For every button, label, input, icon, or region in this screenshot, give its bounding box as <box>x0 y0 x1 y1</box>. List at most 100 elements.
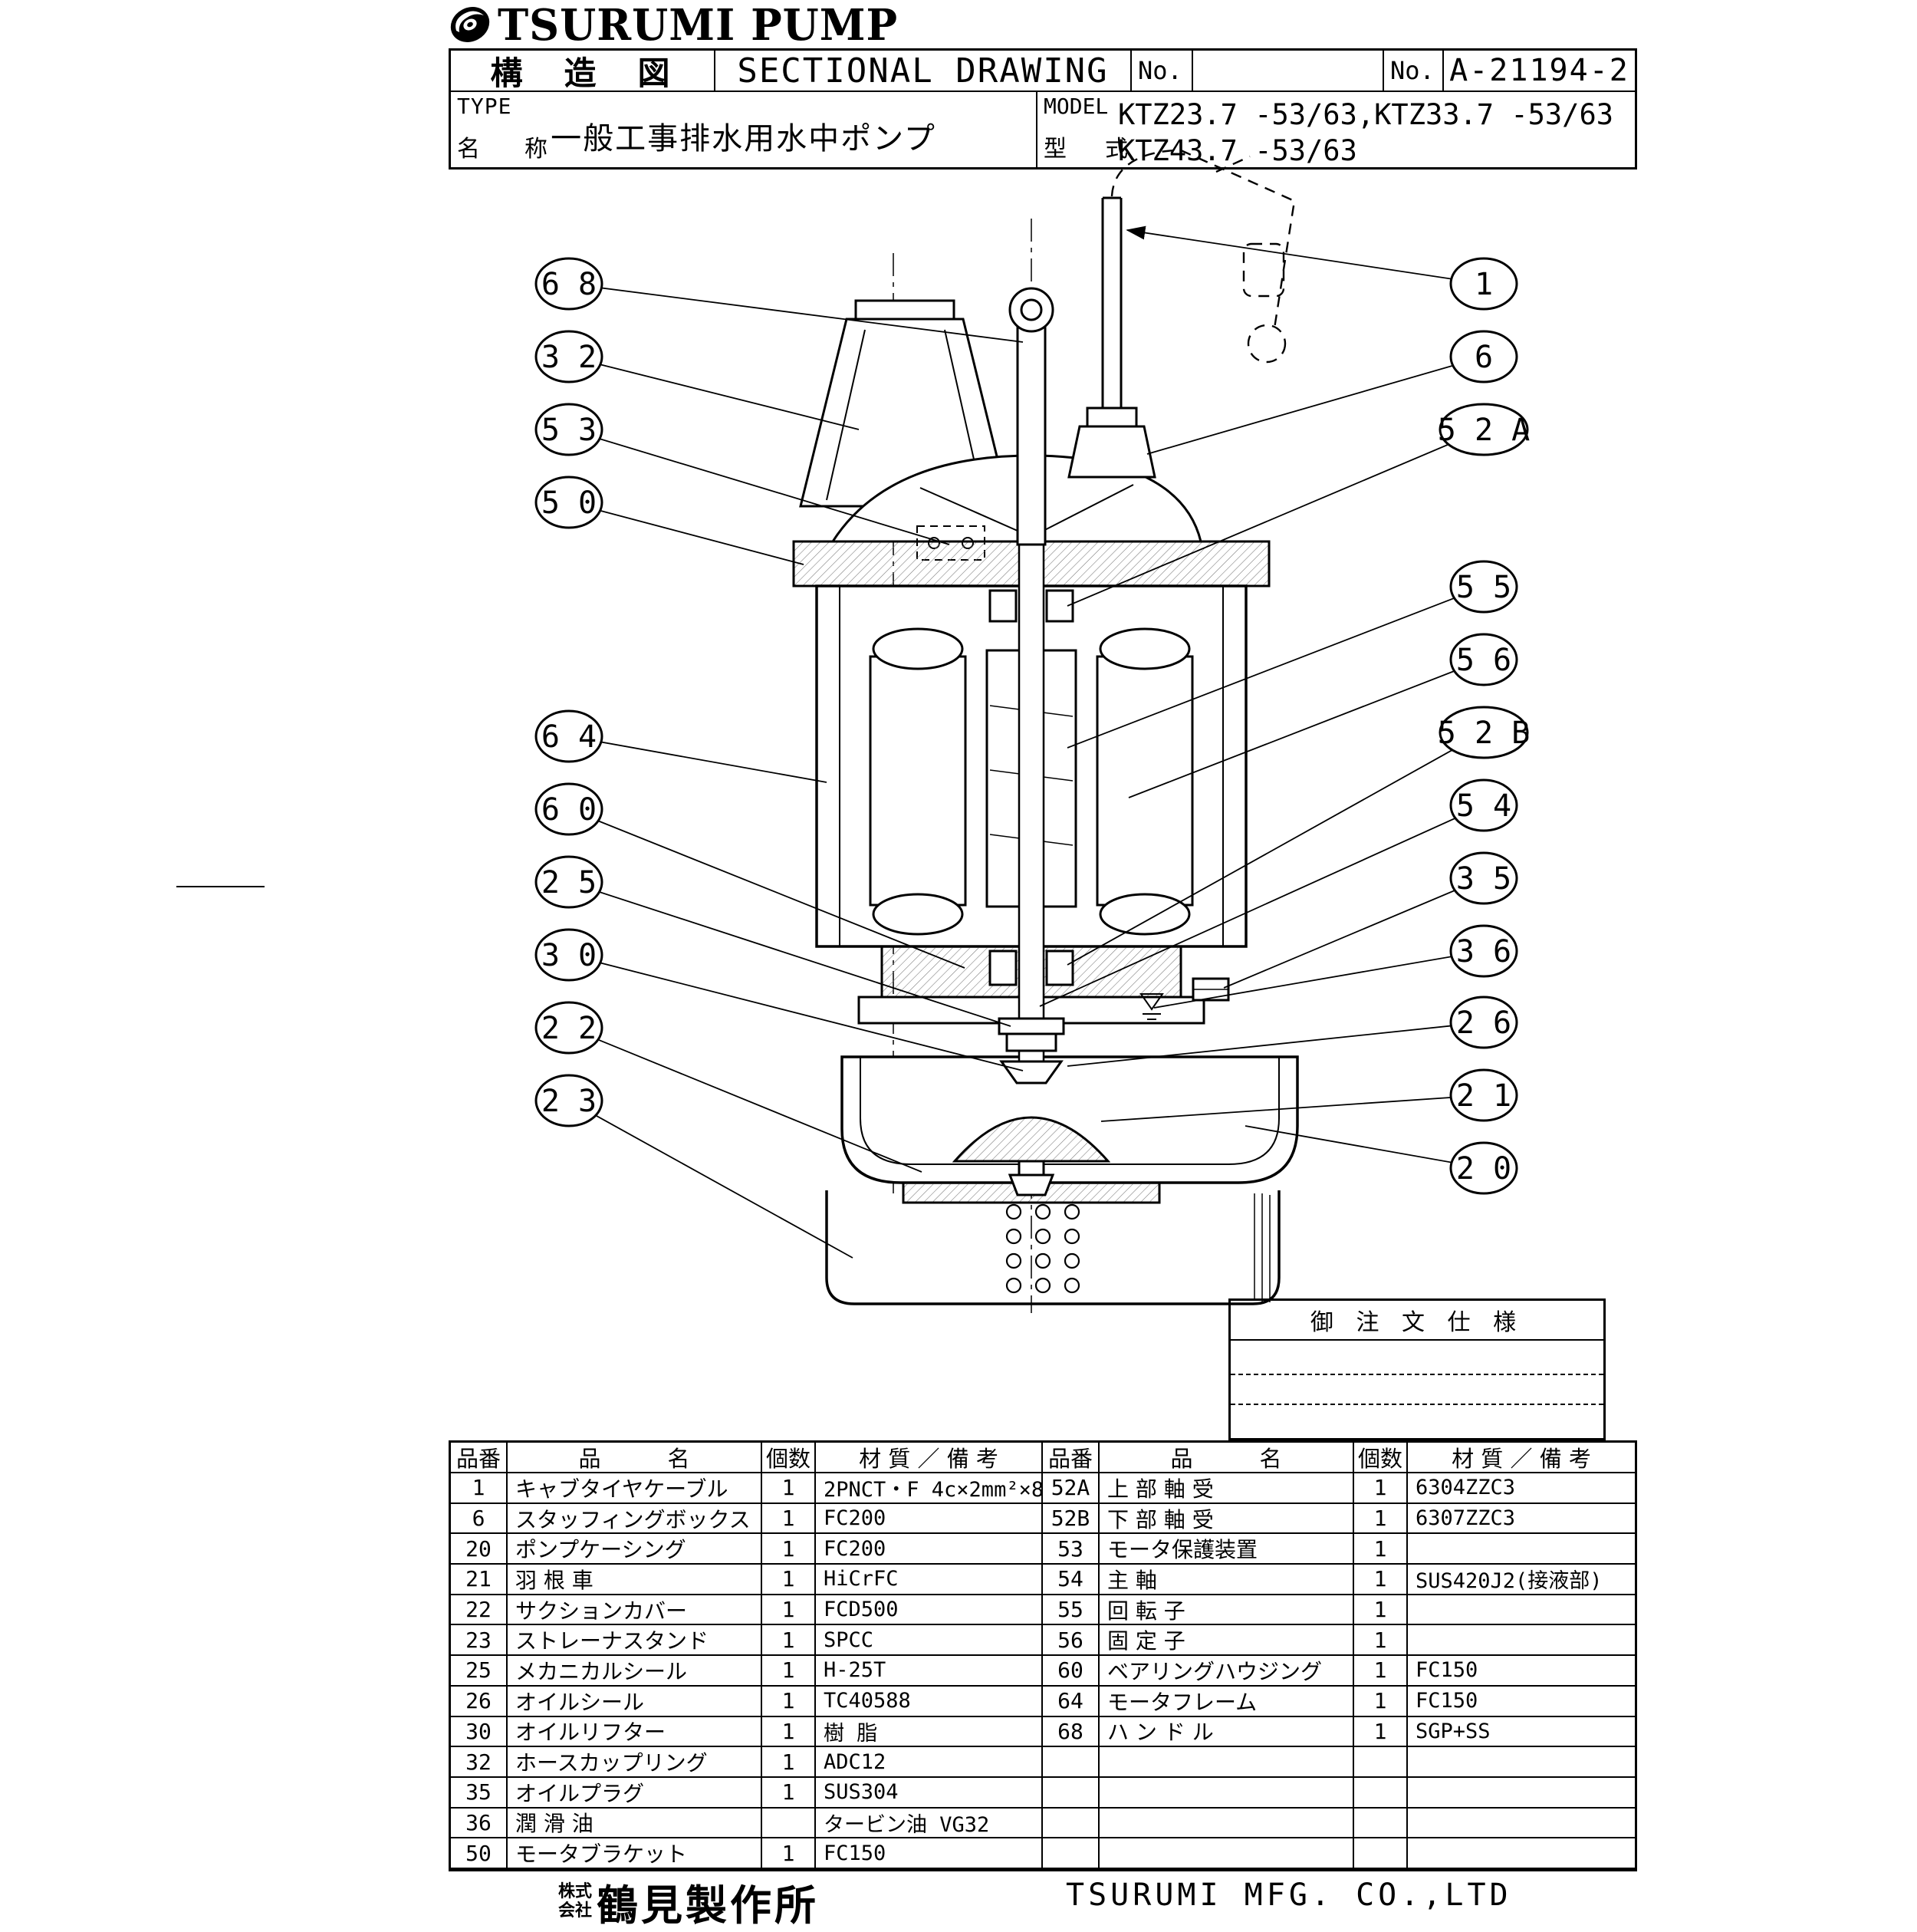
pump-body <box>792 149 1299 1313</box>
stuffing-box <box>1067 406 1156 479</box>
brand-name: TSURUMI PUMP <box>498 0 899 51</box>
cell-part-name: オイルシール <box>508 1686 762 1717</box>
cell-qty <box>1354 1808 1408 1839</box>
cell-qty: 1 <box>1354 1656 1408 1687</box>
strainer-holes <box>1005 1203 1080 1294</box>
oil-level-mark <box>1139 993 1164 1020</box>
callout-21: 2 1 <box>1100 1068 1518 1122</box>
cell-part-no: 25 <box>451 1656 508 1687</box>
cell-qty: 1 <box>762 1625 816 1657</box>
cell-qty <box>1354 1838 1408 1869</box>
cell-part-name: 下 部 軸 受 <box>1100 1503 1354 1535</box>
cell-material <box>1408 1747 1635 1778</box>
callout-6: 6 <box>1146 330 1518 455</box>
cell-part-name: 羽 根 車 <box>508 1565 762 1595</box>
cell-part-no: 1 <box>451 1473 508 1504</box>
cell-material <box>1408 1778 1635 1809</box>
cell-part-no: 26 <box>451 1686 508 1717</box>
logo: TSURUMI PUMP <box>449 0 899 51</box>
cell-part-no <box>1043 1777 1100 1809</box>
callout-52A: 5 2 A <box>1067 403 1530 607</box>
col-header-material: 材 質 ／ 備 考 <box>1408 1443 1635 1473</box>
svg-text:2 5: 2 5 <box>541 865 597 900</box>
upper-bearing <box>988 589 1074 623</box>
cell-part-no: 54 <box>1043 1565 1100 1595</box>
cell-qty: 1 <box>1354 1473 1408 1504</box>
cell-qty <box>1354 1747 1408 1778</box>
cell-part-no: 64 <box>1043 1686 1100 1717</box>
cell-qty: 1 <box>1354 1625 1408 1657</box>
cell-qty: 1 <box>762 1503 816 1535</box>
cell-part-name <box>1100 1777 1354 1809</box>
col-header-qty: 個数 <box>762 1443 816 1473</box>
registration-mark <box>176 886 265 887</box>
svg-text:5 2 A: 5 2 A <box>1438 413 1530 448</box>
cell-qty: 1 <box>1354 1686 1408 1717</box>
svg-text:1: 1 <box>1475 267 1493 302</box>
cell-part-name: 主 軸 <box>1100 1565 1354 1595</box>
cell-part-no: 52A <box>1043 1473 1100 1504</box>
cell-part-no: 53 <box>1043 1534 1100 1565</box>
no-label-2: No. <box>1384 51 1444 91</box>
cell-part-no: 52B <box>1043 1503 1100 1535</box>
oil-plug <box>1192 977 1230 1002</box>
cell-part-no <box>1043 1838 1100 1869</box>
hose-coupling <box>799 299 1011 508</box>
cell-part-name: オイルリフター <box>508 1716 762 1748</box>
cell-part-name: ベアリングハウジング <box>1100 1656 1354 1687</box>
cell-qty: 1 <box>762 1747 816 1778</box>
order-spec-box: 御 注 文 仕 様 <box>1228 1298 1606 1440</box>
pump-type-name: 一般工事排水用水中ポンプ <box>551 121 936 156</box>
order-spec-divider <box>1231 1404 1603 1405</box>
cell-part-name <box>1100 1838 1354 1869</box>
svg-text:3 6: 3 6 <box>1456 934 1511 969</box>
cell-material: SPCC <box>816 1625 1041 1657</box>
company-name-jp: 鶴見製作所 <box>597 1881 820 1930</box>
cell-qty: 1 <box>762 1686 816 1717</box>
cell-qty: 1 <box>762 1534 816 1565</box>
cell-material: ADC12 <box>816 1747 1041 1778</box>
cell-part-name: キャブタイヤケーブル <box>508 1473 762 1504</box>
cell-part-no: 35 <box>451 1777 508 1809</box>
cell-part-name: モータ保護装置 <box>1100 1534 1354 1565</box>
cell-part-name: オイルプラグ <box>508 1777 762 1809</box>
cell-part-name: メカニカルシール <box>508 1656 762 1687</box>
model-label-jp: 型 式 <box>1044 136 1136 163</box>
svg-text:6 0: 6 0 <box>541 792 597 828</box>
cell-part-name: モータブラケット <box>508 1838 762 1869</box>
col-header-part-no: 品番 <box>451 1443 508 1473</box>
cell-qty: 1 <box>1354 1595 1408 1626</box>
cell-part-no <box>1043 1747 1100 1778</box>
title-jp: 構 造 図 <box>451 51 715 91</box>
cell-part-no <box>1043 1808 1100 1839</box>
casing-inner-wall <box>860 1057 1280 1165</box>
drawing-number: A-21194-2 <box>1449 53 1629 88</box>
svg-text:6 8: 6 8 <box>541 267 597 302</box>
callout-26: 2 6 <box>1067 996 1518 1067</box>
cell-material: FC150 <box>1408 1687 1635 1717</box>
cell-material <box>1408 1595 1635 1626</box>
callout-52B: 5 2 B <box>1067 706 1530 966</box>
cell-part-name: サクションカバー <box>508 1595 762 1626</box>
cell-part-name <box>1100 1808 1354 1839</box>
cell-part-name: 上 部 軸 受 <box>1100 1473 1354 1504</box>
strainer-ribs <box>1254 1193 1271 1302</box>
cell-part-name: ホースカップリング <box>508 1747 762 1778</box>
callout-60: 6 0 <box>534 782 965 969</box>
svg-text:2 2: 2 2 <box>541 1011 597 1046</box>
company-prefix: 株式 会社 <box>558 1883 592 1920</box>
type-cell: TYPE 名 称 一般工事排水用水中ポンプ <box>451 92 1037 168</box>
company-logo-jp: 株式 会社 鶴見製作所 <box>558 1871 819 1932</box>
cell-qty: 1 <box>1354 1503 1408 1535</box>
cell-material <box>1408 1809 1635 1839</box>
col-header-part-name: 品 名 <box>508 1443 762 1473</box>
oil-lifter <box>999 1060 1064 1084</box>
svg-text:3 2: 3 2 <box>541 340 597 375</box>
cell-material <box>1408 1838 1635 1869</box>
company-prefix-line1: 株式 <box>558 1882 593 1902</box>
cell-material: FC200 <box>816 1504 1041 1535</box>
type-label-en: TYPE <box>457 94 512 119</box>
cell-material: FCD500 <box>816 1595 1041 1626</box>
lower-bearing <box>988 950 1074 986</box>
